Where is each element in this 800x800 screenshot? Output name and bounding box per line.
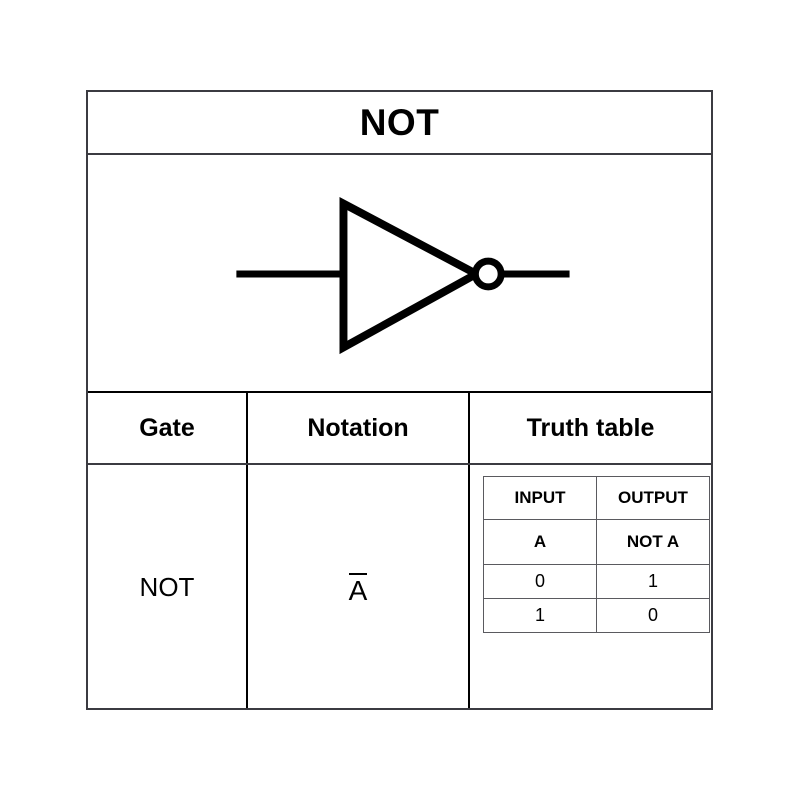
cell-notation: A <box>246 465 470 708</box>
header-label-notation: Notation <box>307 413 409 442</box>
cell-truth-table: INPUT OUTPUT A NOT A 0 1 1 <box>470 465 711 708</box>
gate-name-label: NOT <box>139 571 195 602</box>
truth-cell-input-row-0: 0 <box>483 564 597 599</box>
header-cell-notation: Notation <box>246 393 470 463</box>
truth-table-group-header-row: INPUT OUTPUT <box>483 476 710 520</box>
header-cell-gate: Gate <box>88 393 246 463</box>
content-row: NOT A INPUT OUTPUT A NOT A <box>88 465 711 708</box>
truth-cell-output-row-1: 0 <box>596 598 710 633</box>
truth-column-header-a: A <box>483 519 597 565</box>
truth-table-wrapper: INPUT OUTPUT A NOT A 0 1 1 <box>470 465 711 708</box>
truth-group-header-output: OUTPUT <box>596 476 710 520</box>
truth-cell-output-row-0: 1 <box>596 564 710 599</box>
column-header-row: Gate Notation Truth table <box>88 393 711 465</box>
notation-expression: A <box>348 569 368 606</box>
header-cell-truth-table: Truth table <box>470 393 711 463</box>
cell-gate-name: NOT <box>88 465 246 708</box>
header-label-truth-table: Truth table <box>526 413 655 442</box>
not-gate-reference-card: NOT Gate Notation Truth table NOT <box>86 90 713 710</box>
card-title-band: NOT <box>88 92 711 155</box>
truth-table-column-header-row: A NOT A <box>483 519 710 565</box>
truth-group-header-input: INPUT <box>483 476 597 520</box>
table-row: 0 1 <box>483 564 710 599</box>
inversion-bubble <box>471 257 505 291</box>
table-row: 1 0 <box>483 598 710 633</box>
truth-cell-input-row-1: 1 <box>483 598 597 633</box>
header-label-gate: Gate <box>139 413 195 442</box>
truth-column-header-not-a: NOT A <box>596 519 710 565</box>
gate-symbol-panel <box>88 155 711 393</box>
page-title: NOT <box>359 102 440 143</box>
truth-table: INPUT OUTPUT A NOT A 0 1 1 <box>483 476 710 633</box>
notation-overline-term: A <box>348 572 368 606</box>
inverter-triangle <box>339 196 485 355</box>
not-gate-symbol-icon <box>236 196 570 355</box>
